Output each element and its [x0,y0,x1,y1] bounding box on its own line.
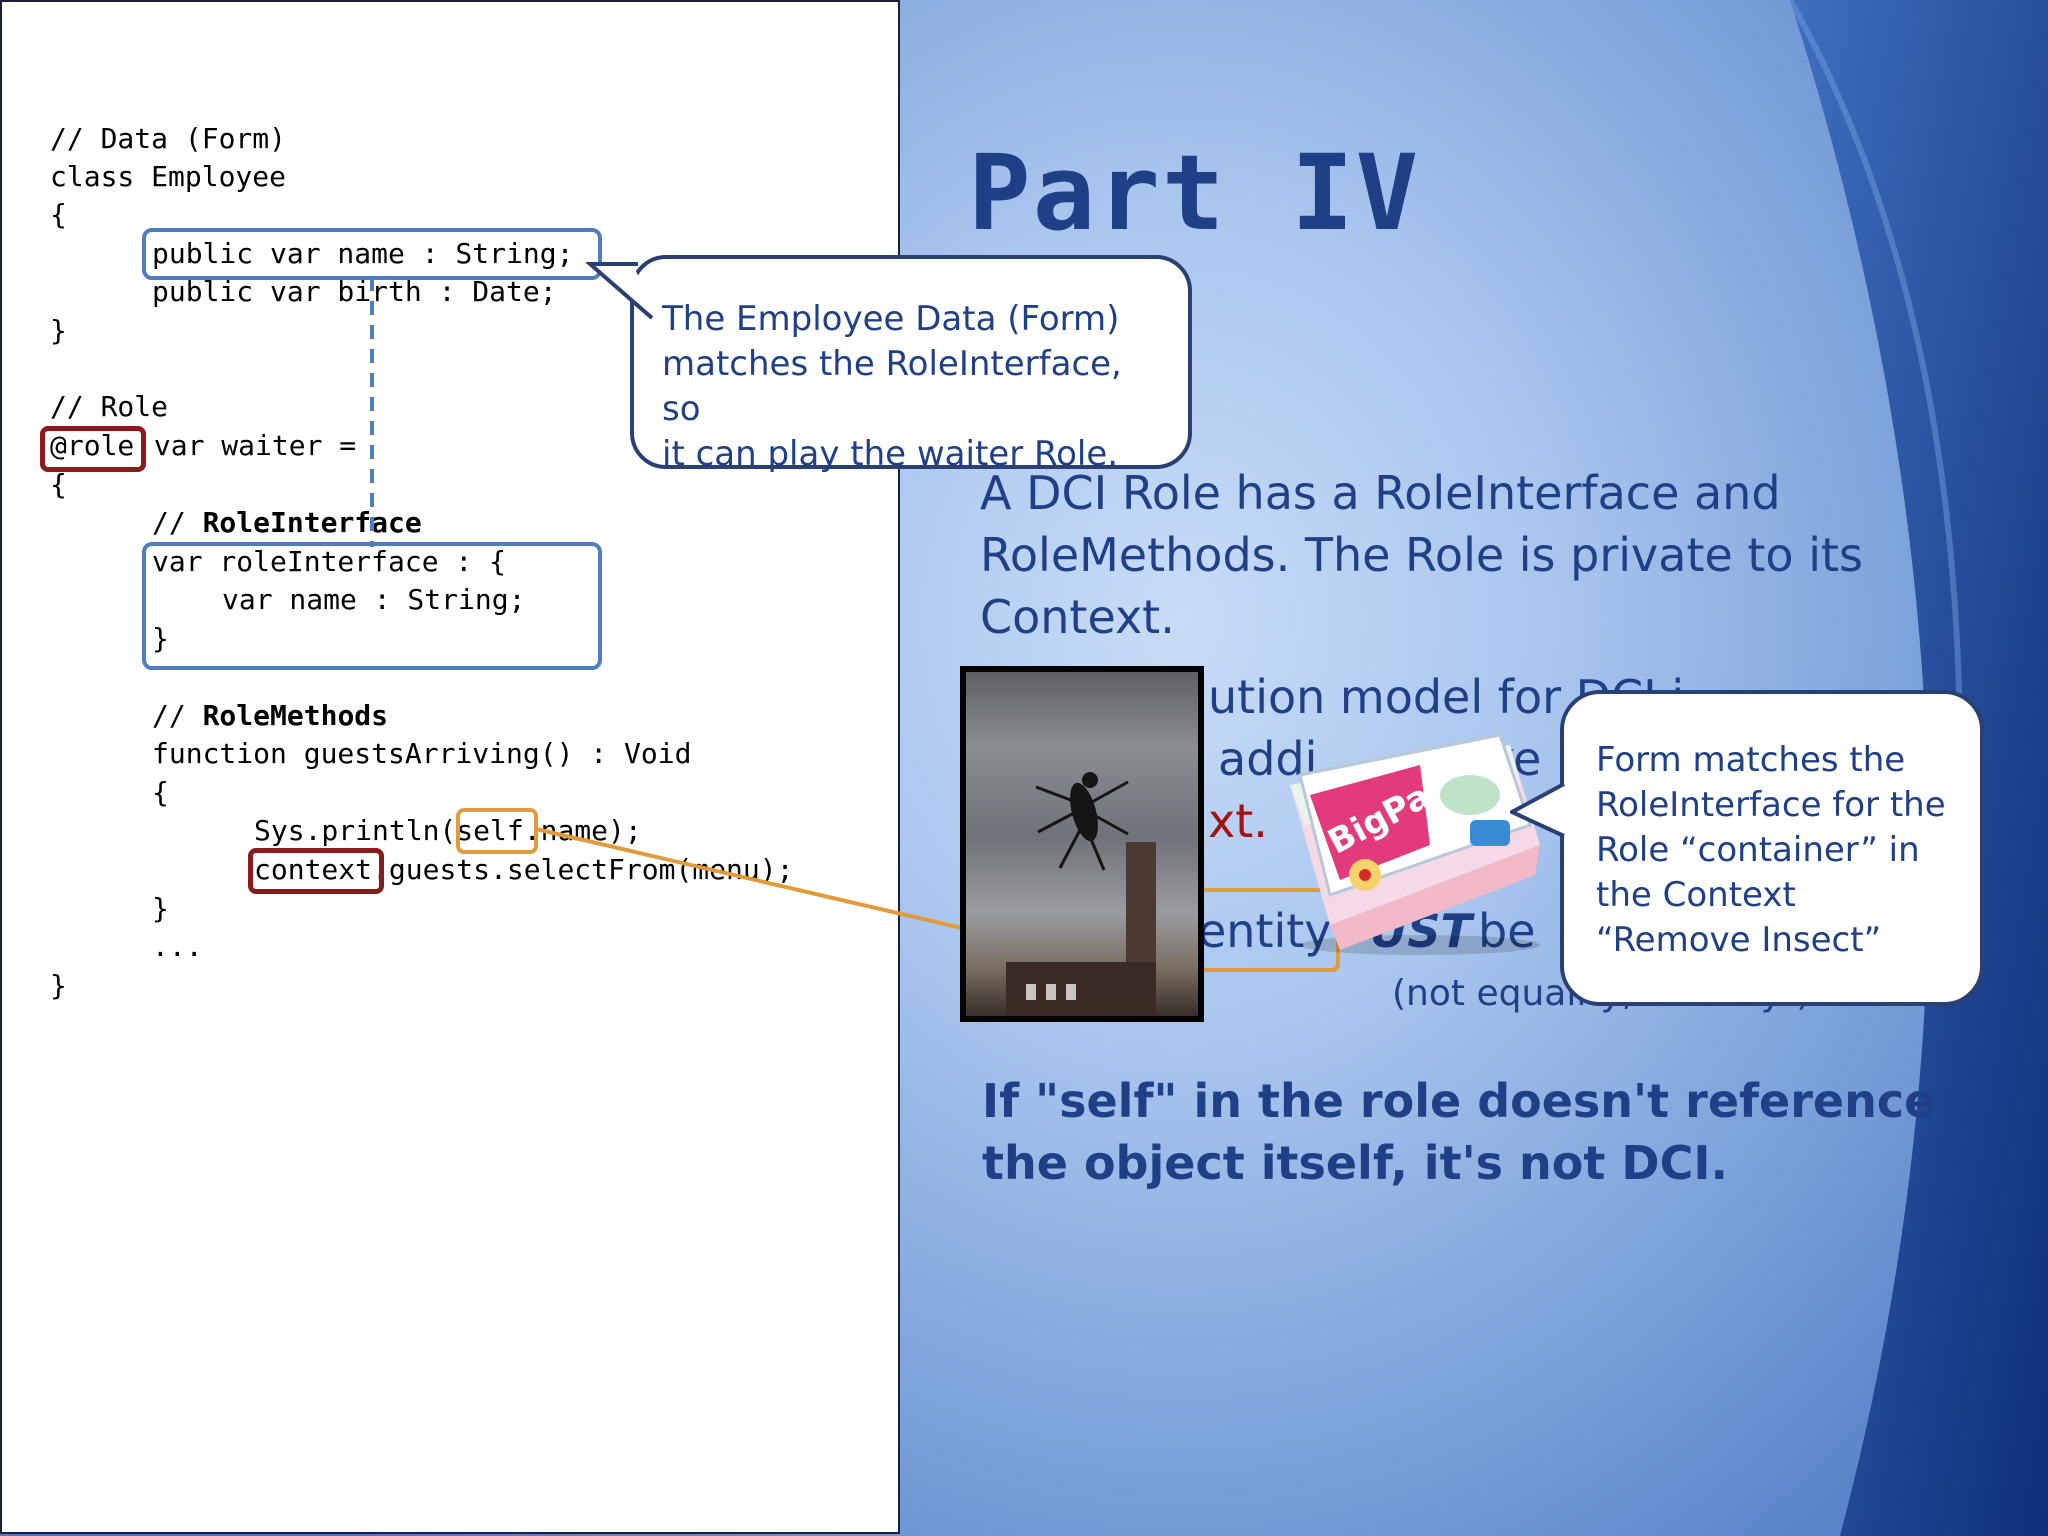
code-line-waiter: var waiter = [137,429,357,462]
self-keyword: self [456,814,524,847]
paragraph-fragment-6: be [1478,904,1536,958]
dashed-connector [370,277,374,547]
insect-photo [960,666,1204,1022]
code-line-roleinterface-comment: // RoleInterface [152,506,422,540]
paragraph-3-line-1: If "self" in the role doesn't reference [982,1074,1936,1128]
comment-slashes-2: // [152,699,203,732]
highlight-role-annotation [40,426,146,472]
callout-employee-form: The Employee Data (Form) matches the Rol… [630,255,1192,474]
callout-container-form: Form matches the RoleInterface for the R… [1560,690,1984,1006]
paragraph-role-description: A DCI Role has a RoleInterface and RoleM… [980,462,1863,648]
callout-2-pointer [1510,782,1565,838]
paragraph-fragment-4: entity [1198,904,1332,958]
insect-icon [1006,772,1156,1016]
code-line-name-field: public var name : String; [152,237,574,270]
code-line-final-brace: } [50,969,67,1002]
slide-title: Part IV [968,132,1421,254]
callout-2-line-2: RoleInterface for the [1596,785,1946,825]
comment-slashes: // [152,506,203,539]
paragraph-3-line-2: the object itself, it's not DCI. [982,1136,1728,1190]
paragraph-self-rule: If "self" in the role doesn't reference … [982,1070,1935,1194]
comment-roleinterface: RoleInterface [202,506,422,539]
code-line-open-brace: { [50,198,67,231]
code-line-birth-field: public var birth : Date; [152,275,557,308]
code-line-close-brace: } [50,314,67,347]
paragraph-fragment-red: xt. [1208,794,1268,848]
callout-2-line-3: Role “container” in [1596,830,1920,870]
code-line-function-close: } [152,892,169,925]
code-line-rolemethods-comment: // RoleMethods [152,699,388,733]
callout-2-line-1: Form matches the [1596,740,1906,780]
code-line-ellipsis: ... [152,930,203,963]
paragraph-1-line-2: RoleMethods. The Role is private to its [980,528,1863,582]
callout-2-line-5: “Remove Insect” [1596,920,1882,960]
paragraph-1-line-1: A DCI Role has a RoleInterface and [980,466,1781,520]
code-line-data-comment: // Data (Form) [50,122,287,155]
context-keyword: context [254,853,373,886]
code-line-roleinterface-name: var name : String; [222,583,526,616]
comment-rolemethods: RoleMethods [202,699,389,732]
code-line-function: function guestsArriving() : Void [152,737,692,770]
code-line-roleinterface-close: } [152,622,169,655]
println-call: Sys.println( [254,814,457,847]
paragraph-1-line-3: Context. [980,590,1175,644]
code-line-context: context.guests.selectFrom(menu); [254,853,793,887]
code-line-function-open: { [152,776,169,809]
code-line-role-comment: // Role [50,390,169,423]
code-line-roleinterface-var: var roleInterface : { [152,545,507,578]
callout-1-line-2: matches the RoleInterface, so [662,344,1122,429]
code-line-class: class Employee [50,160,287,193]
context-rest: .guests.selectFrom(menu); [372,853,794,886]
callout-1-line-3: it can play the waiter Role. [662,434,1119,474]
callout-2-line-4: the Context [1596,875,1796,915]
code-role-annotation: @role [50,429,135,462]
highlight-context [248,848,384,894]
code-line-open-brace-2: { [50,468,67,501]
icecream-box-image: BigPack [1290,733,1540,955]
callout-1-line-1: The Employee Data (Form) [662,299,1120,339]
callout-1-pointer [586,262,656,320]
